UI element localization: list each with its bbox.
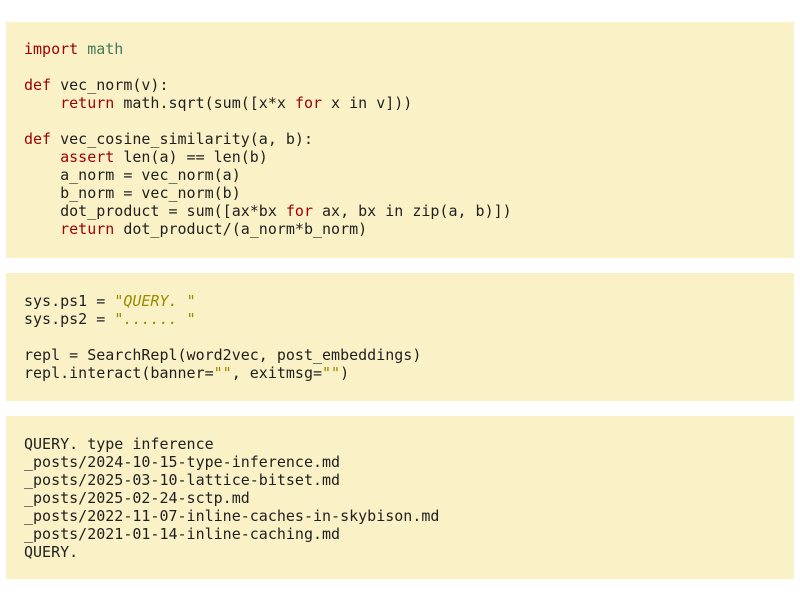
code-line: sys.ps2 = "...... " bbox=[24, 310, 421, 328]
code-line: dot_product = sum([ax*bx for ax, bx in z… bbox=[24, 202, 512, 220]
output-line-result: _posts/2025-02-24-sctp.md bbox=[24, 489, 250, 507]
code-text: repl.interact(banner= bbox=[24, 364, 214, 382]
string-quote: " bbox=[186, 310, 196, 328]
code-text: dot_product = sum([ax*bx bbox=[24, 202, 286, 220]
code-listing: import math def vec_norm(v): return math.… bbox=[24, 40, 512, 238]
code-text: sys.ps1 = bbox=[24, 292, 115, 310]
string-literal: "" bbox=[213, 364, 232, 382]
code-line: def vec_norm(v): bbox=[24, 76, 512, 94]
code-text: ) bbox=[340, 364, 350, 382]
keyword: def bbox=[24, 130, 52, 148]
output-line-result: _posts/2021-01-14-inline-caching.md bbox=[24, 525, 341, 543]
keyword: for bbox=[294, 94, 323, 112]
code-line: a_norm = vec_norm(a) bbox=[24, 166, 241, 184]
keyword: return bbox=[60, 220, 115, 238]
string-quote: " bbox=[186, 292, 196, 310]
indent bbox=[24, 94, 60, 112]
code-block-python-functions: import math def vec_norm(v): return math.… bbox=[6, 22, 794, 258]
keyword: for bbox=[285, 202, 313, 220]
repl-output-block: QUERY. type inference_posts/2024-10-15-t… bbox=[6, 416, 794, 579]
code-line-empty bbox=[24, 112, 512, 130]
output-line-prompt: QUERY. bbox=[24, 543, 79, 561]
code-line: assert len(a) == len(b) bbox=[24, 148, 512, 166]
keyword: import bbox=[24, 40, 79, 58]
output-line-result: _posts/2022-11-07-inline-caches-in-skybi… bbox=[24, 507, 440, 525]
keyword: assert bbox=[60, 148, 115, 166]
code-text: dot_product/(a_norm*b_norm) bbox=[114, 220, 368, 238]
code-listing: sys.ps1 = "QUERY. "sys.ps2 = "...... "re… bbox=[24, 292, 421, 382]
module-name: math bbox=[87, 40, 124, 58]
string-literal: "" bbox=[322, 364, 341, 382]
code-text: vec_norm(v): bbox=[51, 76, 169, 94]
code-line: def vec_cosine_similarity(a, b): bbox=[24, 130, 512, 148]
keyword: def bbox=[24, 76, 52, 94]
code-line: b_norm = vec_norm(b) bbox=[24, 184, 241, 202]
code-line-empty bbox=[24, 328, 421, 346]
indent bbox=[24, 148, 60, 166]
code-line: import math bbox=[24, 40, 512, 58]
code-block-repl-setup: sys.ps1 = "QUERY. "sys.ps2 = "...... "re… bbox=[6, 273, 794, 401]
code-text: ax, bx in zip(a, b)]) bbox=[313, 202, 512, 220]
indent bbox=[24, 220, 60, 238]
output-line-result: _posts/2024-10-15-type-inference.md bbox=[24, 453, 341, 471]
code-line-empty bbox=[24, 58, 512, 76]
string-quote: " bbox=[114, 310, 124, 328]
output-line-result: _posts/2025-03-10-lattice-bitset.md bbox=[24, 471, 341, 489]
code-text: math.sqrt(sum([x*x bbox=[114, 94, 295, 112]
string-literal: QUERY. bbox=[123, 292, 187, 310]
string-quote: " bbox=[114, 292, 124, 310]
code-line: return dot_product/(a_norm*b_norm) bbox=[24, 220, 512, 238]
code-line: sys.ps1 = "QUERY. " bbox=[24, 292, 421, 310]
output-line-query: QUERY. type inference bbox=[24, 435, 214, 453]
code-line: repl.interact(banner="", exitmsg="") bbox=[24, 364, 421, 382]
string-literal: ...... bbox=[123, 310, 187, 328]
output-listing: QUERY. type inference_posts/2024-10-15-t… bbox=[24, 435, 439, 561]
keyword: return bbox=[60, 94, 115, 112]
code-line: return math.sqrt(sum([x*x for x in v])) bbox=[24, 94, 512, 112]
code-text: x in v])) bbox=[322, 94, 413, 112]
code-line: repl = SearchRepl(word2vec, post_embeddi… bbox=[24, 346, 422, 364]
code-text: sys.ps2 = bbox=[24, 310, 115, 328]
code-text: len(a) == len(b) bbox=[114, 148, 268, 166]
code-text: vec_cosine_similarity(a, b): bbox=[51, 130, 313, 148]
code-text: , exitmsg= bbox=[231, 364, 323, 382]
